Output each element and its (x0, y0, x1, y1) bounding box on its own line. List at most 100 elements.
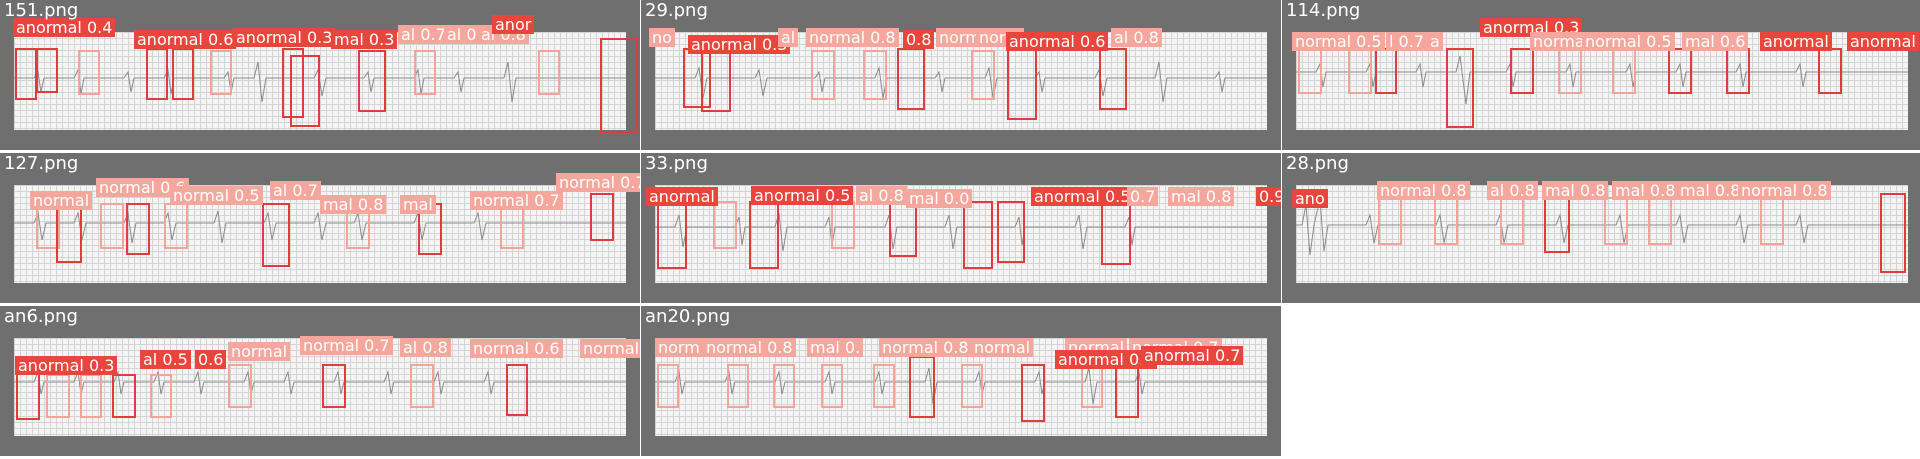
detection-label: mal 0.3 (331, 30, 398, 49)
panel-an6: an6.png anormal 0.3 al 0.5 0.6 normal no… (0, 306, 640, 456)
detection-box (164, 203, 188, 249)
detection-label: a (1427, 32, 1443, 51)
detection-box (78, 50, 100, 95)
detection-box (600, 38, 638, 133)
detection-box (1099, 48, 1127, 110)
detection-box (282, 48, 304, 118)
detection-label: normal 0.8 (806, 28, 899, 47)
detection-box (1612, 48, 1636, 94)
detection-label: anormal 0.7 (1141, 346, 1244, 365)
detection-box (1081, 364, 1103, 408)
detection-box (971, 50, 995, 100)
detection-label: anormal 0.3 (688, 35, 791, 54)
detection-label: al 0.5 (140, 350, 191, 369)
detection-box (46, 374, 70, 418)
detection-box (773, 364, 795, 408)
detection-label: anormal 0.5 (751, 186, 854, 205)
detection-box (1500, 197, 1524, 245)
detection-box (889, 201, 917, 257)
detection-label: mal 0.8 (1677, 181, 1744, 200)
detection-box (909, 356, 935, 418)
detection-label: normal 0.7 (470, 191, 563, 210)
detection-box (1544, 197, 1570, 253)
detection-box (873, 364, 895, 408)
panel-title: an20.png (645, 306, 731, 327)
detection-box (80, 374, 102, 418)
detection-label: normal (971, 338, 1034, 357)
detection-box (997, 201, 1025, 263)
ecg-strip (14, 32, 626, 130)
detection-box (210, 50, 232, 95)
detection-label: anormal 0.4 (13, 18, 116, 37)
detection-label: al 0.8 (400, 338, 451, 357)
detection-box (1604, 197, 1628, 245)
detection-label: mal 0.6 (1682, 32, 1749, 51)
detection-box (1348, 48, 1372, 94)
detection-label: normal (1530, 32, 1593, 51)
detection-box (961, 364, 983, 408)
detection-box (1101, 201, 1131, 265)
panel-114: 114.png normal 0.5 l 0.7 anormal 0.3 a n… (1282, 0, 1920, 150)
detection-box (150, 374, 172, 418)
panel-title: 28.png (1286, 153, 1349, 174)
ecg-waveform (1296, 198, 1908, 256)
detection-label: normal 0.7 (300, 336, 393, 355)
ecg-waveform (14, 370, 626, 395)
detection-label: al 0.8 (856, 186, 907, 205)
detection-box (16, 372, 40, 420)
panel-33: 33.png anormal anormal 0.5 al 0.8 mal 0.… (641, 153, 1281, 303)
detection-label: anormal 0.6 (134, 30, 237, 49)
detection-box (1007, 48, 1037, 120)
detection-box (410, 364, 434, 408)
detection-label: normal 0.7 (556, 173, 640, 192)
detection-box (1726, 48, 1750, 94)
detection-box (56, 203, 82, 263)
detection-box (1378, 197, 1402, 245)
detection-box (727, 364, 749, 408)
ecg-strip (1296, 185, 1908, 283)
panel-29: 29.png no anormal 0.3 al normal 0.8 0.8 … (641, 0, 1281, 150)
detection-box (15, 48, 37, 100)
panel-title: 151.png (4, 0, 79, 21)
panel-title: 29.png (645, 0, 708, 21)
detection-box (112, 374, 136, 418)
detection-box (811, 50, 835, 100)
detection-box (657, 201, 687, 269)
panel-title: 33.png (645, 153, 708, 174)
detection-label: 0.8 (903, 30, 935, 49)
detection-box (506, 364, 528, 416)
detection-box (1375, 48, 1397, 94)
detection-label: normal 0.8 (703, 338, 796, 357)
detection-label: anormal 0.3 (233, 28, 336, 47)
detection-box (228, 364, 252, 408)
ecg-waveform (14, 61, 626, 103)
detection-label: normal (228, 342, 291, 361)
detection-box (821, 364, 843, 408)
detection-label: anormal 0.3 (15, 356, 118, 375)
detection-label: normal 0.8 (1738, 181, 1831, 200)
detection-label: normal 0.8 (879, 338, 972, 357)
panel-an20: an20.png norm normal 0.8 mal 0. normal 0… (641, 306, 1281, 456)
ecg-waveform (1296, 55, 1908, 105)
detection-box (963, 201, 993, 269)
detection-label: 0.7 (1127, 187, 1159, 206)
detection-box (749, 201, 779, 269)
detection-label: mal 0.8 (1168, 187, 1235, 206)
detection-box (172, 48, 194, 100)
panel-title: 114.png (1286, 0, 1361, 21)
detection-label: al (778, 28, 799, 47)
detection-box (1880, 193, 1906, 273)
detection-box (590, 193, 614, 241)
detection-label: al 0.8 (1111, 28, 1162, 47)
detection-box (126, 203, 150, 255)
detection-box (657, 364, 679, 408)
detection-label: anormal (1760, 32, 1832, 51)
detection-box (262, 203, 290, 267)
detection-box (1648, 197, 1672, 245)
detection-label: ano (1292, 189, 1328, 208)
detection-label: mal 0.0 (906, 189, 973, 208)
detection-box (863, 50, 887, 100)
detection-label: no (649, 28, 675, 47)
detection-label: anormal 0.6 (1006, 32, 1109, 51)
